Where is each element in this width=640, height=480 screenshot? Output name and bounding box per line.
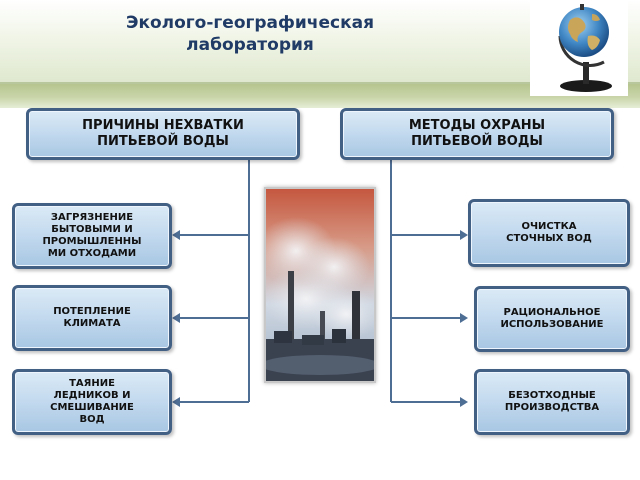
methods-heading: МЕТОДЫ ОХРАНЫ ПИТЬЕВОЙ ВОДЫ (340, 108, 614, 160)
cause-pollution-line: МИ ОТХОДАМИ (47, 248, 137, 259)
method-wastewater-treatment-line: СТОЧНЫХ ВОД (506, 233, 592, 244)
cause-pollution: ЗАГРЯЗНЕНИЕ БЫТОВЫМИ И ПРОМЫШЛЕННЫ МИ ОТ… (12, 203, 172, 269)
globe-icon (530, 0, 628, 96)
method-wastewater-treatment-line: ОЧИСТКА (521, 221, 577, 232)
cause-pollution-line: БЫТОВЫМИ И (51, 224, 133, 235)
method-waste-free-production: БЕЗОТХОДНЫЕ ПРОИЗВОДСТВА (474, 369, 630, 435)
method-rational-use: РАЦИОНАЛЬНОЕ ИСПОЛЬЗОВАНИЕ (474, 286, 630, 352)
causes-heading: ПРИЧИНЫ НЕХВАТКИ ПИТЬЕВОЙ ВОДЫ (26, 108, 300, 160)
causes-heading-line-2: ПИТЬЕВОЙ ВОДЫ (97, 134, 229, 149)
page-title: Эколого-географическая лаборатория (60, 12, 440, 56)
factory-smoke-image (256, 187, 380, 383)
causes-heading-line-1: ПРИЧИНЫ НЕХВАТКИ (82, 118, 244, 133)
cause-climate-warming: ПОТЕПЛЕНИЕ КЛИМАТА (12, 285, 172, 351)
cause-glacier-melting: ТАЯНИЕ ЛЕДНИКОВ И СМЕШИВАНИЕ ВОД (12, 369, 172, 435)
cause-glacier-melting-line: ЛЕДНИКОВ И (53, 390, 131, 401)
methods-heading-line-1: МЕТОДЫ ОХРАНЫ (408, 118, 546, 133)
cause-climate-warming-line: ПОТЕПЛЕНИЕ (53, 306, 131, 317)
cause-glacier-melting-line: ВОД (79, 414, 105, 425)
method-waste-free-production-line: БЕЗОТХОДНЫЕ (508, 390, 596, 401)
cause-pollution-line: ПРОМЫШЛЕННЫ (42, 236, 142, 247)
method-rational-use-line: РАЦИОНАЛЬНОЕ (503, 307, 601, 318)
method-waste-free-production-line: ПРОИЗВОДСТВА (504, 402, 600, 413)
page-title-line-1: Эколого-географическая (125, 13, 375, 33)
cause-climate-warming-line: КЛИМАТА (63, 318, 121, 329)
methods-heading-line-2: ПИТЬЕВОЙ ВОДЫ (411, 134, 543, 149)
page-title-line-2: лаборатория (186, 35, 314, 55)
cause-glacier-melting-line: ТАЯНИЕ (69, 378, 115, 389)
header-divider (0, 82, 640, 84)
method-rational-use-line: ИСПОЛЬЗОВАНИЕ (500, 319, 604, 330)
cause-glacier-melting-line: СМЕШИВАНИЕ (50, 402, 134, 413)
cause-pollution-line: ЗАГРЯЗНЕНИЕ (50, 212, 134, 223)
method-wastewater-treatment: ОЧИСТКА СТОЧНЫХ ВОД (468, 199, 630, 267)
